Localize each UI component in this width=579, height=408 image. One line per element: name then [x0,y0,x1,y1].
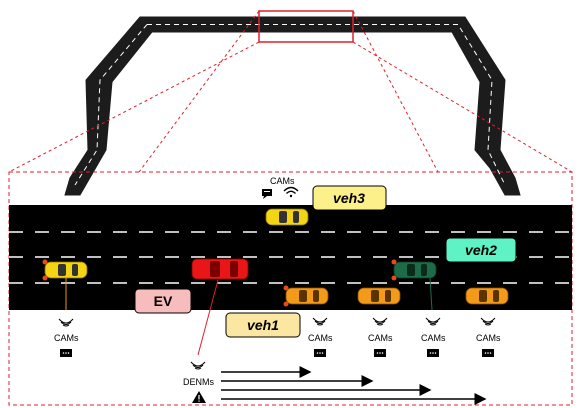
message-icon [314,349,326,357]
message-icon [60,349,72,357]
vehicle-ev [191,258,249,280]
message-icon [482,349,494,357]
label-veh1: veh1 [225,312,301,338]
message-icon [374,349,386,357]
svg-text:EV: EV [154,293,173,309]
cams-left-yellow: CAMs [54,318,79,357]
cams-orange-3: CAMs [476,317,501,357]
cams-orange-2: CAMs [368,317,393,357]
connector-ev [197,279,219,356]
zoom-highlight-box [258,10,354,43]
vehicle-orange-2 [357,287,401,305]
warning-triangle-icon [192,391,206,403]
svg-text:CAMs: CAMs [270,176,295,186]
message-icon [427,349,439,357]
wifi-icon [283,186,299,198]
svg-text:CAMs: CAMs [421,333,446,343]
vehicle-veh2 [391,259,437,281]
denm-arrows [221,366,487,405]
cams-orange-1: CAMs [308,317,333,357]
svg-text:veh3: veh3 [333,190,365,206]
svg-text:CAMs: CAMs [476,333,501,343]
label-ev: EV [134,288,192,314]
radio-waves-icon [480,317,496,326]
zoom-lines [8,10,573,173]
svg-text:CAMs: CAMs [308,333,333,343]
label-veh2: veh2 [445,237,517,263]
vehicle-left-yellow [42,259,88,281]
svg-text:CAMs: CAMs [368,333,393,343]
cams-veh3: CAMs [262,176,299,199]
denms-ev: DENMs [183,361,214,403]
vehicle-orange-3 [465,287,509,305]
vehicle-orange-1 [283,285,329,307]
radio-waves-icon [425,317,441,326]
radio-waves-icon [312,317,328,326]
svg-text:CAMs: CAMs [54,333,79,343]
overview-track [64,16,521,196]
svg-text:DENMs: DENMs [183,377,214,387]
connector-veh2 [429,277,433,311]
cams-veh2: CAMs [421,317,446,357]
message-icon [262,189,272,199]
svg-text:veh1: veh1 [247,317,279,333]
radio-waves-icon [58,318,74,327]
svg-text:veh2: veh2 [465,242,497,258]
vehicle-veh3 [265,208,309,226]
label-veh3: veh3 [312,185,387,211]
radio-waves-icon [190,361,206,370]
radio-waves-icon [372,317,388,326]
